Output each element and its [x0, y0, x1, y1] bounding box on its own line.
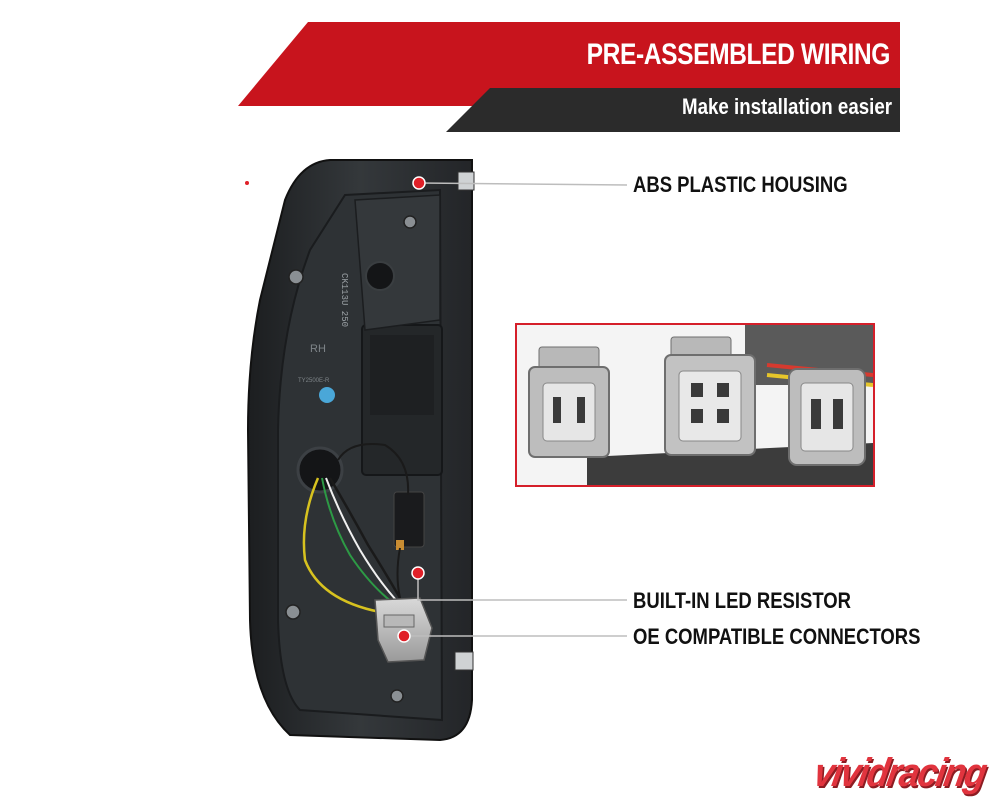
round-port	[365, 261, 395, 291]
housing-model-code: TY2500E-R	[298, 378, 330, 384]
callout-oe-connectors: OE COMPATIBLE CONNECTORS	[633, 624, 921, 649]
housing-side-mark: RH	[310, 343, 326, 355]
banner-title: PRE-ASSEMBLED WIRING	[586, 38, 891, 71]
banner-subtitle: Make installation easier	[682, 94, 892, 119]
vividracing-watermark-logo: vividracing	[810, 751, 989, 795]
callout-connectors-pointer	[397, 629, 627, 643]
callout-resistor-pointer	[411, 566, 627, 601]
led-resistor	[393, 491, 425, 548]
housing-part-code: CK113U 250	[339, 273, 349, 327]
title-banner	[238, 22, 900, 106]
callout-abs-housing: ABS PLASTIC HOUSING	[633, 172, 848, 197]
callout-housing-pointer	[412, 176, 628, 190]
connectors-inset-photo	[515, 323, 875, 487]
callout-led-resistor: BUILT-IN LED RESISTOR	[633, 588, 852, 613]
subtitle-banner	[446, 88, 900, 132]
